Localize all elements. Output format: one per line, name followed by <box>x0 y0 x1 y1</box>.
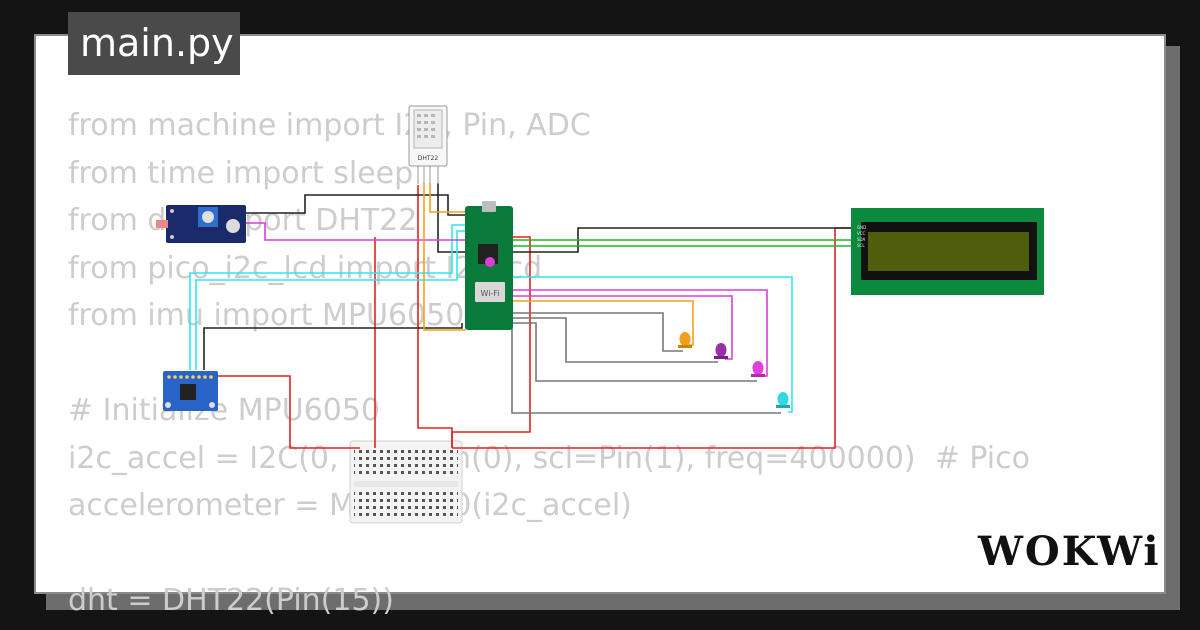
pico-w-board[interactable]: Wi-Fi <box>465 201 513 330</box>
wire-red <box>417 185 453 448</box>
wire-red <box>202 375 360 449</box>
lcd-display[interactable]: GND VCC SDA SCL <box>851 208 1044 295</box>
led-magenta[interactable] <box>751 361 765 377</box>
code-line: from imu import MPU6050 <box>68 298 465 333</box>
wire-red <box>451 236 531 448</box>
dht22-sensor[interactable]: DHT22 <box>408 105 448 184</box>
dht22-label: DHT22 <box>418 155 439 162</box>
wire-black <box>245 194 466 216</box>
preview-card: from machine import I2C, Pin, ADC from t… <box>34 34 1166 618</box>
wire-gray <box>512 317 718 363</box>
wires <box>189 183 855 449</box>
wire-black <box>203 323 463 370</box>
led-orange[interactable] <box>678 332 692 348</box>
sensor-module[interactable] <box>156 205 246 243</box>
wire-magenta <box>512 295 733 360</box>
wire-orange <box>512 300 694 346</box>
wire-gray <box>512 312 683 352</box>
breadboard[interactable] <box>349 440 463 524</box>
wire-gray <box>512 322 757 382</box>
lcd-pin-vcc: VCC <box>857 231 866 236</box>
wire-magenta <box>512 289 768 377</box>
wokwi-logo[interactable]: WOKWi <box>978 528 1161 575</box>
wire-orange <box>429 183 466 213</box>
wire-cyan <box>189 224 466 370</box>
lcd-pin-gnd: GND <box>857 225 866 230</box>
code-line: from dht import DHT22 <box>68 203 418 238</box>
lcd-pin-scl: SCL <box>857 243 865 248</box>
wire-magenta <box>245 222 466 241</box>
wire-cyan <box>195 230 466 370</box>
wire-orange <box>423 183 466 331</box>
led-cyan[interactable] <box>776 392 790 408</box>
mpu6050-module[interactable] <box>163 371 218 411</box>
led-purple[interactable] <box>714 343 728 359</box>
pico-wifi-label: Wi-Fi <box>480 289 499 298</box>
lcd-pin-sda: SDA <box>857 237 866 242</box>
wire-cyan <box>512 276 793 413</box>
wire-black <box>437 183 855 253</box>
wire-gray <box>511 328 781 414</box>
code-line: dht = DHT22(Pin(15)) <box>68 583 394 618</box>
file-tab-main-py[interactable]: main.py <box>68 12 240 75</box>
code-line: from time import sleep <box>68 155 414 191</box>
